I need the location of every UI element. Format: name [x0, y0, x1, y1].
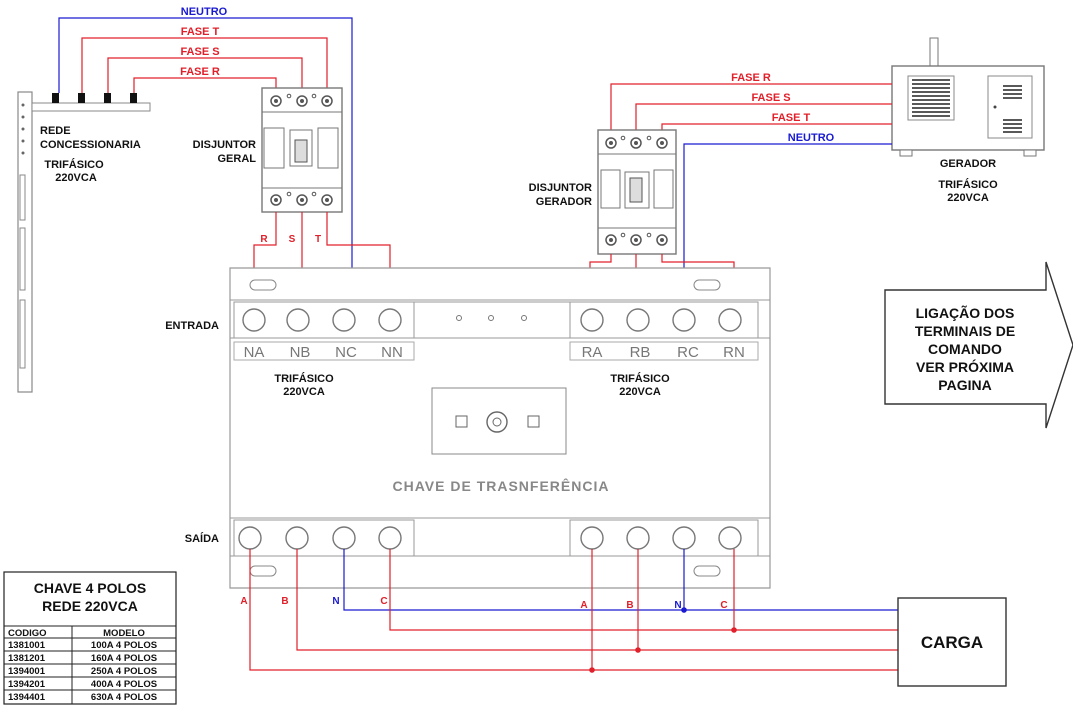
note-line-5: PAGINA [938, 377, 991, 393]
label-fase-t-top: FASE T [181, 26, 220, 38]
gerador-unit [891, 37, 1045, 157]
rede-label-2: CONCESSIONARIA [40, 139, 141, 151]
wire-label-r: R [260, 234, 268, 245]
terminal-rn: RN [723, 344, 745, 361]
out-label-c-right: C [720, 600, 727, 611]
note-arrow [884, 261, 1073, 429]
gerador-label: GERADOR [940, 158, 996, 170]
table-cell-model-4: 630A 4 POLOS [91, 692, 157, 703]
label-fase-r-top: FASE R [180, 66, 220, 78]
wire-neutro-gen [683, 143, 892, 310]
table-cell-code-3: 1394201 [8, 679, 46, 690]
out-label-n-right: N [674, 600, 681, 611]
carga-box [897, 597, 1007, 687]
disjuntor-gerador-label-2: GERADOR [536, 196, 592, 208]
table-cell-model-2: 250A 4 POLOS [91, 666, 157, 677]
out-label-b-right: B [626, 600, 633, 611]
wire-fase-t-top [81, 37, 328, 93]
wire-out-b-left [296, 549, 898, 651]
wire-neutro-top [58, 17, 353, 310]
saida-label: SAÍDA [185, 532, 219, 545]
note-line-1: LIGAÇÃO DOS [916, 304, 1015, 321]
model-table [3, 571, 177, 705]
note-line-2: TERMINAIS DE [915, 323, 1015, 339]
label-fase-s-gen: FASE S [751, 92, 790, 104]
rede-busbar [17, 91, 151, 393]
chave-title: CHAVE DE TRASNFERÊNCIA [393, 477, 610, 494]
chave-left-type-2: 220VCA [283, 386, 325, 398]
disjuntor-geral-label-1: DISJUNTOR [193, 139, 256, 151]
wire-fase-s-gen [635, 103, 892, 134]
table-header-modelo: MODELO [103, 628, 145, 639]
wire-fase-t-gen [661, 123, 892, 134]
chave-left-type-1: TRIFÁSICO [274, 372, 334, 385]
terminal-ra: RA [582, 344, 603, 361]
entrada-label: ENTRADA [165, 320, 219, 332]
terminal-nn: NN [381, 344, 403, 361]
disjuntor-gerador [597, 129, 677, 255]
junction-a [589, 667, 595, 673]
note-line-3: COMANDO [928, 341, 1002, 357]
chave-right-type-1: TRIFÁSICO [610, 372, 670, 385]
chave-right-type-2: 220VCA [619, 386, 661, 398]
wire-label-t: T [315, 234, 321, 245]
label-neutro-gen: NEUTRO [788, 132, 835, 144]
table-title-2: REDE 220VCA [42, 598, 138, 614]
table-cell-code-2: 1394001 [8, 666, 46, 677]
label-fase-t-gen: FASE T [772, 112, 811, 124]
out-label-n-left: N [332, 596, 339, 607]
chave-transferencia [229, 267, 771, 589]
label-neutro-top: NEUTRO [181, 6, 228, 18]
table-cell-code-4: 1394401 [8, 692, 46, 703]
gerador-type-1: TRIFÁSICO [938, 178, 998, 191]
table-cell-model-0: 100A 4 POLOS [91, 640, 157, 651]
terminal-na: NA [244, 344, 265, 361]
rede-label-1: REDE [40, 125, 71, 137]
label-fase-s-top: FASE S [180, 46, 219, 58]
rede-type-1: TRIFÁSICO [44, 158, 104, 171]
table-cell-model-1: 160A 4 POLOS [91, 653, 157, 664]
wire-fase-r-gen [610, 83, 892, 134]
out-label-b-left: B [281, 596, 288, 607]
wire-out-a-left [249, 549, 898, 671]
disjuntor-geral [261, 87, 343, 213]
gerador-type-2: 220VCA [947, 192, 989, 204]
out-label-a-left: A [240, 596, 247, 607]
table-header-codigo: CODIGO [8, 628, 47, 639]
wire-fase-r-top [133, 77, 277, 93]
table-title-1: CHAVE 4 POLOS [34, 580, 147, 596]
terminal-nb: NB [290, 344, 311, 361]
rede-type-2: 220VCA [55, 172, 97, 184]
entrada-terminals [242, 308, 742, 332]
terminal-rc: RC [677, 344, 699, 361]
terminal-rb: RB [630, 344, 651, 361]
saida-terminals [238, 526, 742, 550]
wire-fase-s-top [107, 57, 303, 93]
table-cell-code-0: 1381001 [8, 640, 46, 651]
wire-out-n-left [343, 549, 898, 611]
carga-label: CARGA [921, 633, 983, 652]
wire-label-s: S [289, 234, 296, 245]
note-line-4: VER PRÓXIMA [916, 358, 1014, 375]
junction-n [681, 607, 687, 613]
label-fase-r-gen: FASE R [731, 72, 771, 84]
junction-c [731, 627, 737, 633]
out-label-c-left: C [380, 596, 387, 607]
terminal-nc: NC [335, 344, 357, 361]
table-cell-model-3: 400A 4 POLOS [91, 679, 157, 690]
disjuntor-geral-label-2: GERAL [218, 153, 257, 165]
disjuntor-gerador-label-1: DISJUNTOR [529, 182, 592, 194]
out-label-a-right: A [580, 600, 587, 611]
table-cell-code-1: 1381201 [8, 653, 46, 664]
wire-out-c-left [389, 549, 898, 631]
junction-b [635, 647, 641, 653]
